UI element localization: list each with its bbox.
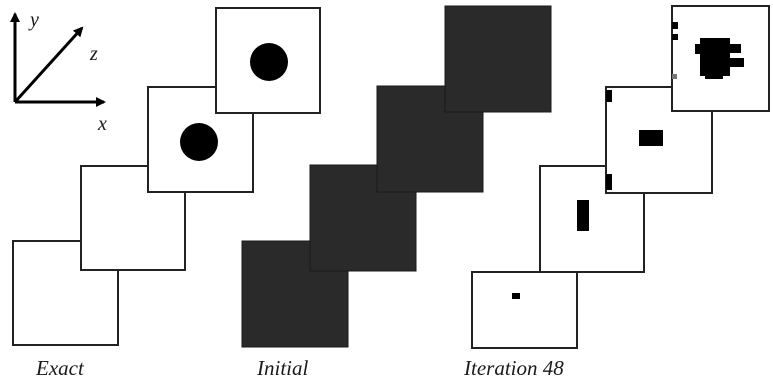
exact-slice-4-disk — [250, 43, 288, 81]
iteration-slice-4-edge-mark-3 — [672, 74, 677, 79]
iteration-slice-4-blob-bottom — [705, 74, 723, 79]
iteration-slice-4-blob-left — [695, 44, 701, 54]
iteration-slice-4-blob-core — [700, 38, 730, 76]
iteration-slice-4-edge-mark-1 — [672, 22, 678, 29]
z-axis-arrow — [13, 26, 84, 104]
iteration-slice-stack — [471, 5, 770, 349]
x-axis-label: x — [97, 113, 107, 135]
axes-indicator: y z x — [10, 9, 107, 135]
iteration-slice-3-blob — [639, 130, 663, 146]
initial-label: Initial — [257, 356, 309, 380]
iteration-slice-1-speck — [512, 293, 520, 299]
iteration-slice-4-blob-right-1 — [729, 44, 741, 53]
iteration-slice-2-blob — [577, 200, 589, 231]
iteration-label: Iteration 48 — [464, 356, 564, 380]
initial-slice-4 — [444, 5, 552, 113]
y-axis-label: y — [28, 9, 39, 31]
iteration-slice-4-blob-right-2 — [729, 58, 744, 67]
iteration-slice-4-edge-mark-2 — [672, 34, 678, 40]
iteration-slice-3-edge-mark-top — [606, 90, 612, 102]
exact-slice-3-disk — [180, 123, 218, 161]
iteration-slice-1 — [471, 271, 578, 349]
z-axis-label: z — [89, 43, 98, 65]
iteration-slice-3-edge-mark-bottom — [606, 174, 612, 190]
initial-slice-stack — [241, 5, 552, 348]
exact-label: Exact — [36, 356, 84, 380]
exact-slice-stack — [12, 7, 321, 346]
